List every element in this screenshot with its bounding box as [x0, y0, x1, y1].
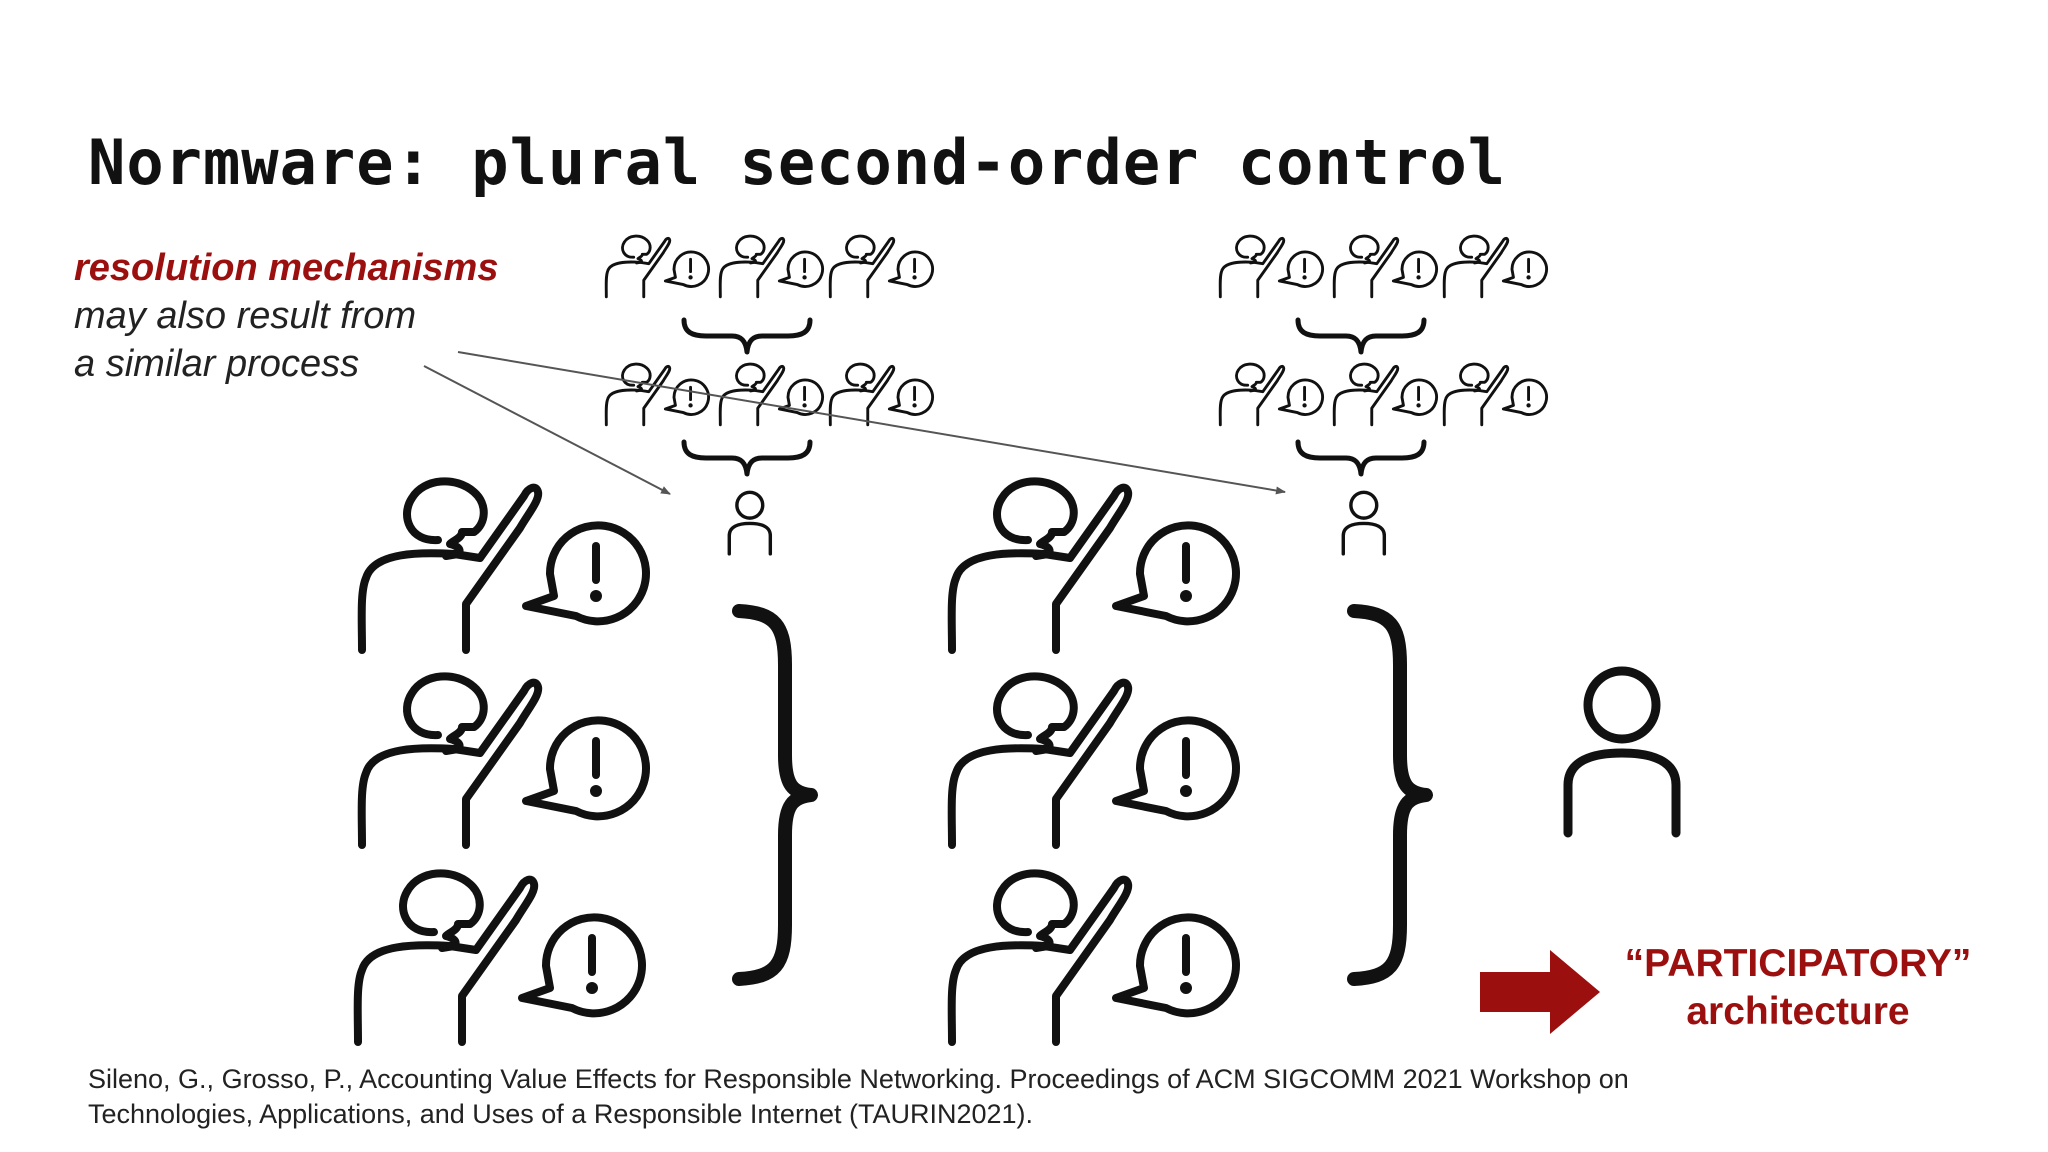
participant-icon [1442, 362, 1548, 427]
participant-icon [718, 234, 824, 299]
curly-brace-icon [1354, 611, 1426, 979]
participant-icon [1218, 234, 1324, 299]
participant-group-left [358, 481, 646, 1042]
participant-icon [1332, 234, 1438, 299]
mini-participants-left-bottom [604, 362, 934, 427]
participant-icon [1332, 362, 1438, 427]
citation: Sileno, G., Grosso, P., Accounting Value… [88, 1062, 1629, 1132]
result-line-1: “PARTICIPATORY” [1624, 942, 1972, 985]
participant-icon [952, 676, 1236, 845]
pointer-arrow-left [423, 365, 671, 495]
result-line-2: architecture [1686, 990, 1910, 1033]
mini-participants-right-top [1218, 234, 1548, 299]
mini-participants-right-bottom [1218, 362, 1548, 427]
person-icon [1341, 490, 1387, 556]
mini-participants-left-top [604, 234, 934, 299]
participant-icon [604, 362, 710, 427]
result-label: “PARTICIPATORY” architecture [1598, 940, 1998, 1036]
curly-brace-icon [1298, 442, 1424, 474]
annotation-text: resolution mechanisms may also result fr… [74, 244, 498, 388]
annotation-line-3: a similar process [74, 343, 360, 385]
person-icon [727, 490, 773, 556]
participant-icon [362, 676, 646, 845]
citation-line-2: Technologies, Applications, and Uses of … [88, 1099, 1034, 1129]
slide-title: Normware: plural second-order control [88, 126, 1507, 199]
participant-icon [828, 362, 934, 427]
curly-brace-icon [684, 442, 810, 474]
participant-group-middle [952, 481, 1236, 1042]
citation-line-1: Sileno, G., Grosso, P., Accounting Value… [88, 1064, 1629, 1094]
participant-icon [952, 481, 1236, 650]
pointer-arrow-right [457, 351, 1286, 495]
participant-icon [718, 362, 824, 427]
participant-icon [952, 873, 1236, 1042]
curly-brace-icon [739, 611, 811, 979]
participant-icon [1218, 362, 1324, 427]
participant-icon [362, 481, 646, 650]
right-arrow-icon [1480, 950, 1600, 1034]
participant-icon [1442, 234, 1548, 299]
participant-icon [604, 234, 710, 299]
person-icon [1568, 671, 1676, 833]
curly-brace-icon [1298, 320, 1424, 352]
curly-brace-icon [684, 320, 810, 352]
annotation-highlight: resolution mechanisms [74, 247, 499, 289]
participant-icon [358, 873, 642, 1042]
participant-icon [828, 234, 934, 299]
annotation-line-2: may also result from [74, 295, 417, 337]
